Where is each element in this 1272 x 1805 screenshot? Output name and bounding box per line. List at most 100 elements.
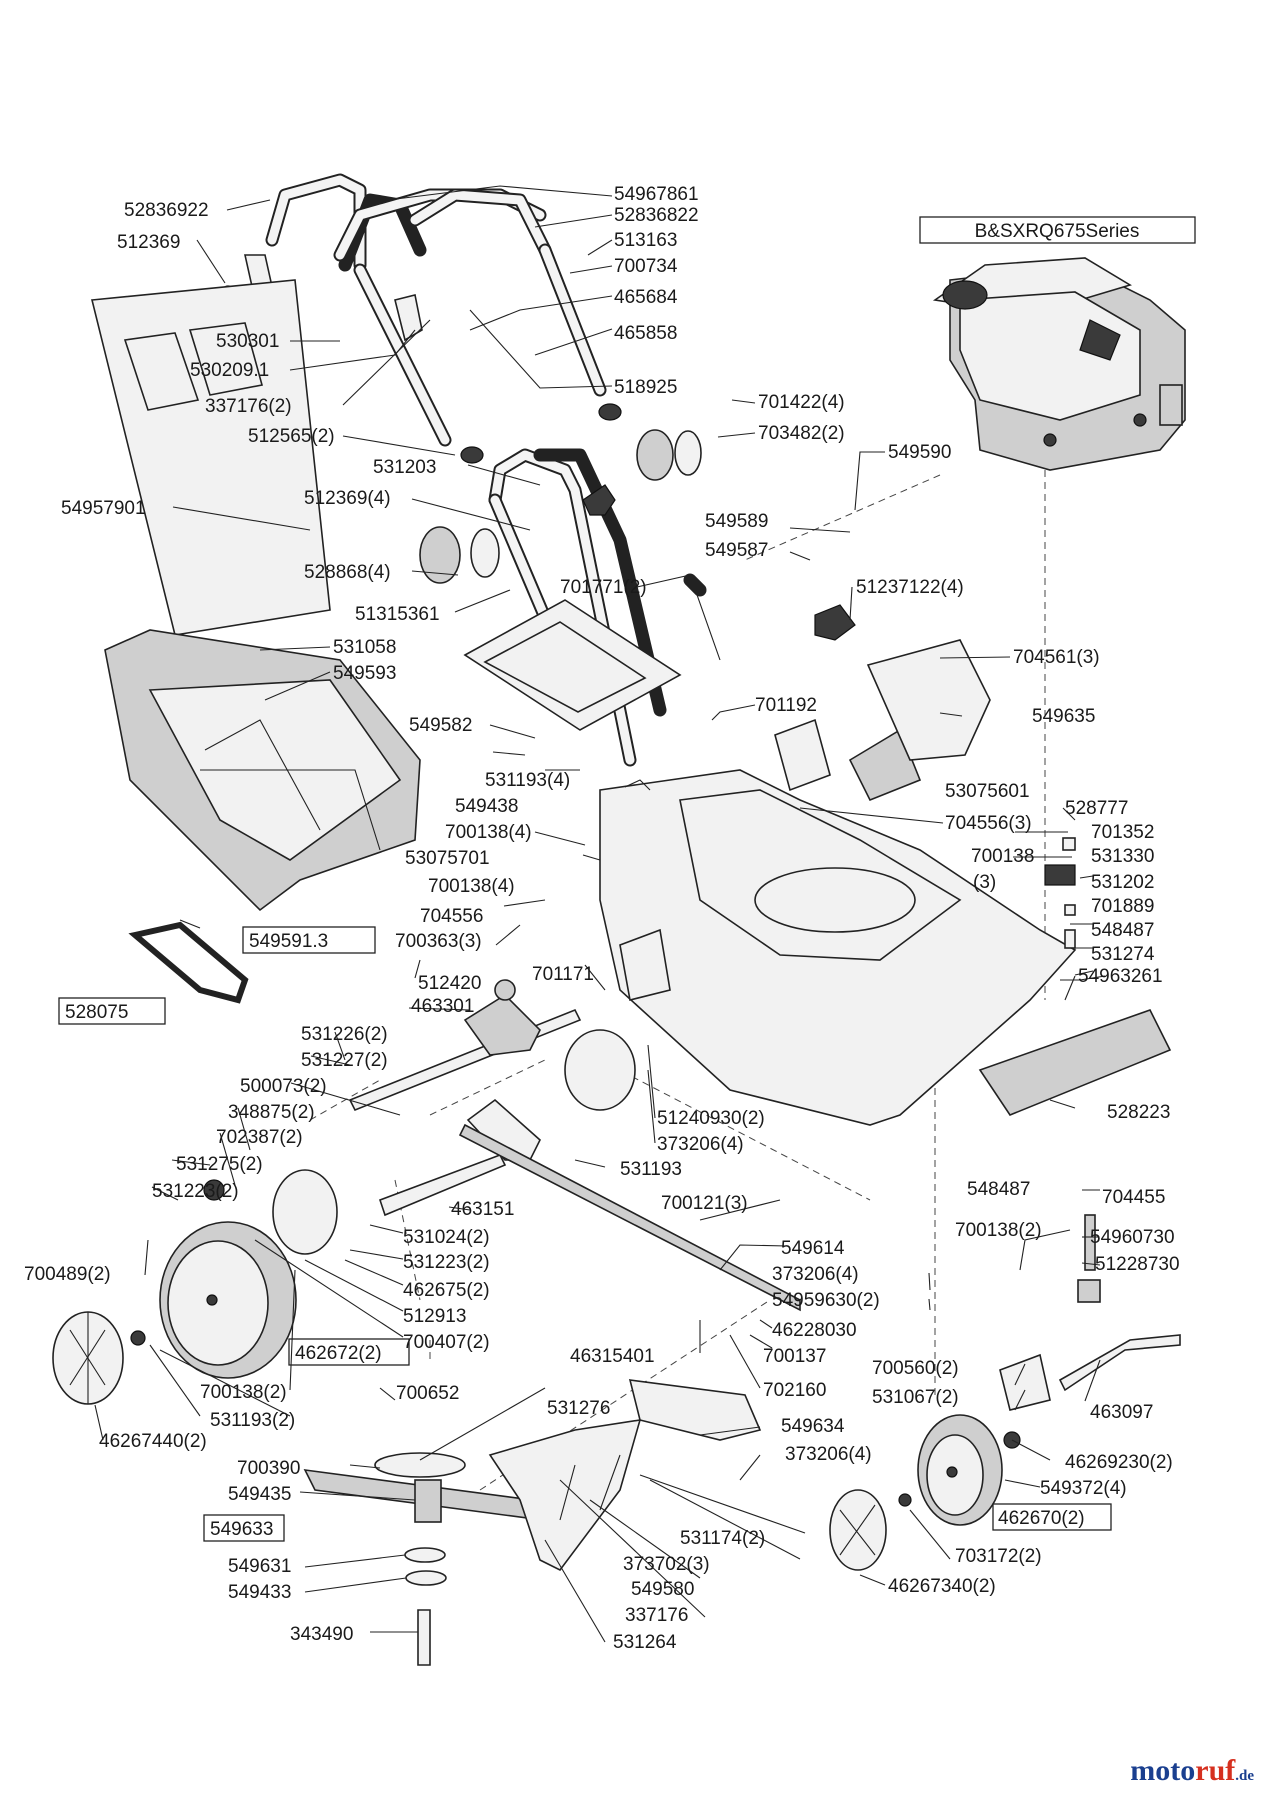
part-number-label: 704556(3) bbox=[945, 813, 1032, 834]
part-number-label: 700652 bbox=[396, 1383, 459, 1404]
part-number-label: 700138(2) bbox=[955, 1220, 1042, 1241]
part-number-label: 703172(2) bbox=[955, 1546, 1042, 1567]
part-number-label: 549580 bbox=[631, 1579, 694, 1600]
part-number-label: 700138(4) bbox=[428, 876, 515, 897]
part-number-label: 700734 bbox=[614, 256, 678, 277]
mower-deck bbox=[599, 728, 1172, 1126]
grass-chute bbox=[463, 599, 682, 731]
part-number-label: 703482(2) bbox=[758, 423, 845, 444]
part-number-label: 702387(2) bbox=[216, 1127, 303, 1148]
part-number-label: 700560(2) bbox=[872, 1358, 959, 1379]
part-number-label: 549433 bbox=[228, 1582, 291, 1603]
part-number-label: 528777 bbox=[1065, 798, 1128, 819]
height-adjuster bbox=[1044, 837, 1076, 949]
part-number-label: 500073(2) bbox=[240, 1076, 327, 1097]
part-number-label: 528868(4) bbox=[304, 562, 391, 583]
motoruf-logo: motoruf.de bbox=[1130, 1754, 1254, 1788]
part-number-label: 530301 bbox=[216, 331, 279, 352]
part-number-label: 512420 bbox=[418, 973, 481, 994]
part-number-label: 701192 bbox=[755, 695, 817, 716]
part-number-label: 337176(2) bbox=[205, 396, 292, 417]
part-number-label: 52836922 bbox=[124, 200, 209, 221]
part-number-label: 528223 bbox=[1107, 1102, 1170, 1123]
part-number-label: 549438 bbox=[455, 796, 518, 817]
part-number-label: 549435 bbox=[228, 1484, 291, 1505]
part-number-label: 700390 bbox=[237, 1458, 300, 1479]
part-number-label: 700121(3) bbox=[661, 1193, 748, 1214]
part-number-label: 549635 bbox=[1032, 706, 1095, 727]
part-number-label: 54957901 bbox=[61, 498, 146, 519]
part-number-label: 549589 bbox=[705, 511, 768, 532]
part-number-label: 549372(4) bbox=[1040, 1478, 1127, 1499]
part-number-label: 549614 bbox=[781, 1238, 845, 1259]
part-number-label: 348875(2) bbox=[228, 1102, 315, 1123]
part-number-label: 531264 bbox=[613, 1632, 677, 1653]
part-number-label: 704556 bbox=[420, 906, 483, 927]
part-number-label: 701771(2) bbox=[560, 577, 647, 598]
part-number-label: 531193(2) bbox=[210, 1410, 295, 1431]
part-number-label: 700363(3) bbox=[395, 931, 482, 952]
part-number-label: 702160 bbox=[763, 1380, 826, 1401]
part-number-label: 513163 bbox=[614, 230, 677, 251]
left-rear-wheel bbox=[52, 1169, 338, 1405]
part-number-label: 700137 bbox=[763, 1346, 826, 1367]
part-number-label: 54959630(2) bbox=[772, 1290, 880, 1311]
part-number-label: 531223(2) bbox=[403, 1252, 490, 1273]
part-number-label: 530209.1 bbox=[190, 360, 269, 381]
part-number-label: 462670(2) bbox=[998, 1508, 1085, 1529]
part-number-label: 531223(2) bbox=[152, 1181, 239, 1202]
part-number-label: 462675(2) bbox=[403, 1280, 490, 1301]
part-number-label: 700489(2) bbox=[24, 1264, 111, 1285]
engine-series-label: B&SXRQ675Series bbox=[975, 221, 1140, 242]
part-number-label: (3) bbox=[973, 872, 996, 893]
part-number-label: 51315361 bbox=[355, 604, 440, 625]
part-number-label: 531058 bbox=[333, 637, 396, 658]
part-number-label: 549591.3 bbox=[249, 931, 328, 952]
label-layer: 5283692251236954967861528368225131637007… bbox=[24, 184, 1180, 1653]
part-number-label: 531193(4) bbox=[485, 770, 570, 791]
part-number-label: 531024(2) bbox=[403, 1227, 490, 1248]
grass-bag bbox=[104, 629, 421, 912]
part-number-label: 531193 bbox=[620, 1159, 682, 1180]
part-number-label: 549582 bbox=[409, 715, 472, 736]
part-number-label: 343490 bbox=[290, 1624, 353, 1645]
grass-box-lid bbox=[91, 279, 331, 636]
blade-assembly bbox=[303, 1452, 582, 1666]
part-number-label: 46267340(2) bbox=[888, 1576, 996, 1597]
part-number-label: 700407(2) bbox=[403, 1332, 490, 1353]
part-number-label: 701889 bbox=[1091, 896, 1154, 917]
part-number-label: 548487 bbox=[967, 1179, 1030, 1200]
part-number-label: 704455 bbox=[1102, 1187, 1165, 1208]
part-number-label: 700138(4) bbox=[445, 822, 532, 843]
part-number-label: 701171 bbox=[532, 964, 594, 985]
part-number-label: 549590 bbox=[888, 442, 951, 463]
part-number-label: 52836822 bbox=[614, 205, 699, 226]
part-number-label: 373206(4) bbox=[772, 1264, 859, 1285]
part-number-label: 54967861 bbox=[614, 184, 699, 205]
front-wheel-assembly bbox=[829, 1214, 1181, 1571]
part-number-label: 531274 bbox=[1091, 944, 1155, 965]
part-number-label: 373702(3) bbox=[623, 1554, 710, 1575]
part-number-label: 700138(2) bbox=[200, 1382, 287, 1403]
part-number-label: 465858 bbox=[614, 323, 677, 344]
part-number-label: 531203 bbox=[373, 457, 436, 478]
part-number-label: 518925 bbox=[614, 377, 677, 398]
label-frames bbox=[58, 216, 1196, 1542]
part-number-label: 463301 bbox=[411, 996, 474, 1017]
part-number-label: 51228730 bbox=[1095, 1254, 1180, 1275]
handle-knobs bbox=[394, 294, 856, 641]
part-number-label: 548487 bbox=[1091, 920, 1154, 941]
gearbox-axle bbox=[348, 979, 801, 1312]
part-number-label: 54960730 bbox=[1090, 1227, 1175, 1248]
part-number-label: 531330 bbox=[1091, 846, 1154, 867]
part-number-label: 463097 bbox=[1090, 1402, 1153, 1423]
part-number-label: 704561(3) bbox=[1013, 647, 1100, 668]
part-number-label: 549593 bbox=[333, 663, 396, 684]
part-number-label: 549633 bbox=[210, 1519, 273, 1540]
part-number-label: 531202 bbox=[1091, 872, 1154, 893]
part-number-label: 700138 bbox=[971, 846, 1034, 867]
part-number-label: 46269230(2) bbox=[1065, 1452, 1173, 1473]
part-number-label: 465684 bbox=[614, 287, 678, 308]
part-number-label: 53075701 bbox=[405, 848, 490, 869]
